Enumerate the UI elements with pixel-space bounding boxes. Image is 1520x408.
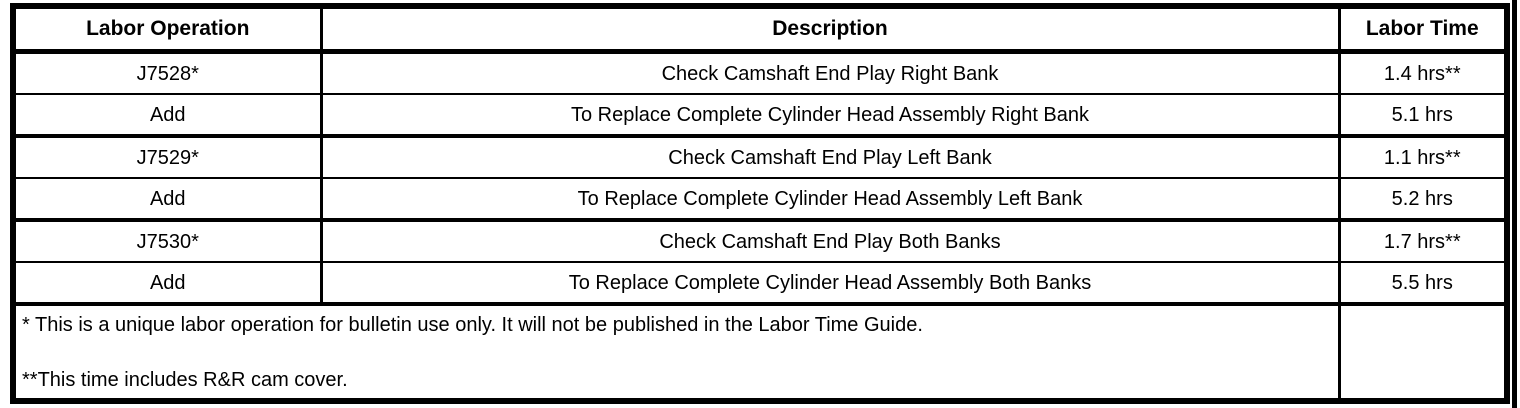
cell-description: Check Camshaft End Play Right Bank — [319, 51, 1339, 95]
cell-labor-time: 1.4 hrs** — [1337, 51, 1507, 95]
table-row: J7529* Check Camshaft End Play Left Bank… — [13, 136, 1507, 179]
cell-operation: J7528* — [13, 51, 321, 95]
header-description: Description — [319, 6, 1339, 54]
cell-labor-time: 5.5 hrs — [1337, 262, 1507, 306]
table-row: Add To Replace Complete Cylinder Head As… — [13, 94, 1507, 138]
table-header-row: Labor Operation Description Labor Time — [13, 6, 1507, 54]
header-labor-time: Labor Time — [1337, 6, 1507, 54]
table-row: Add To Replace Complete Cylinder Head As… — [13, 262, 1507, 306]
cell-description: To Replace Complete Cylinder Head Assemb… — [319, 94, 1339, 138]
cell-operation: Add — [13, 94, 321, 138]
cell-labor-time: 1.7 hrs** — [1337, 220, 1507, 263]
cell-operation: Add — [13, 178, 321, 222]
cell-description: To Replace Complete Cylinder Head Assemb… — [319, 178, 1339, 222]
cell-operation: J7529* — [13, 136, 321, 179]
table-row: Add To Replace Complete Cylinder Head As… — [13, 178, 1507, 222]
header-labor-operation: Labor Operation — [13, 6, 321, 54]
cell-labor-time: 1.1 hrs** — [1337, 136, 1507, 179]
cell-description: To Replace Complete Cylinder Head Assemb… — [319, 262, 1339, 306]
cell-labor-time: 5.1 hrs — [1337, 94, 1507, 138]
table-row: J7530* Check Camshaft End Play Both Bank… — [13, 220, 1507, 263]
table-row: J7528* Check Camshaft End Play Right Ban… — [13, 51, 1507, 95]
cell-operation: J7530* — [13, 220, 321, 263]
footnote-empty-time-cell — [1337, 304, 1507, 401]
footnote-unique-operation: * This is a unique labor operation for b… — [22, 314, 923, 336]
footnote-row: * This is a unique labor operation for b… — [13, 304, 1507, 401]
cell-description: Check Camshaft End Play Both Banks — [319, 220, 1339, 263]
cell-labor-time: 5.2 hrs — [1337, 178, 1507, 222]
footnotes-cell: * This is a unique labor operation for b… — [13, 304, 1339, 401]
labor-time-table: Labor Operation Description Labor Time J… — [10, 3, 1510, 404]
page-edge-line — [1512, 0, 1517, 408]
cell-operation: Add — [13, 262, 321, 306]
cell-description: Check Camshaft End Play Left Bank — [319, 136, 1339, 179]
footnote-rr-cam-cover: **This time includes R&R cam cover. — [22, 369, 348, 391]
